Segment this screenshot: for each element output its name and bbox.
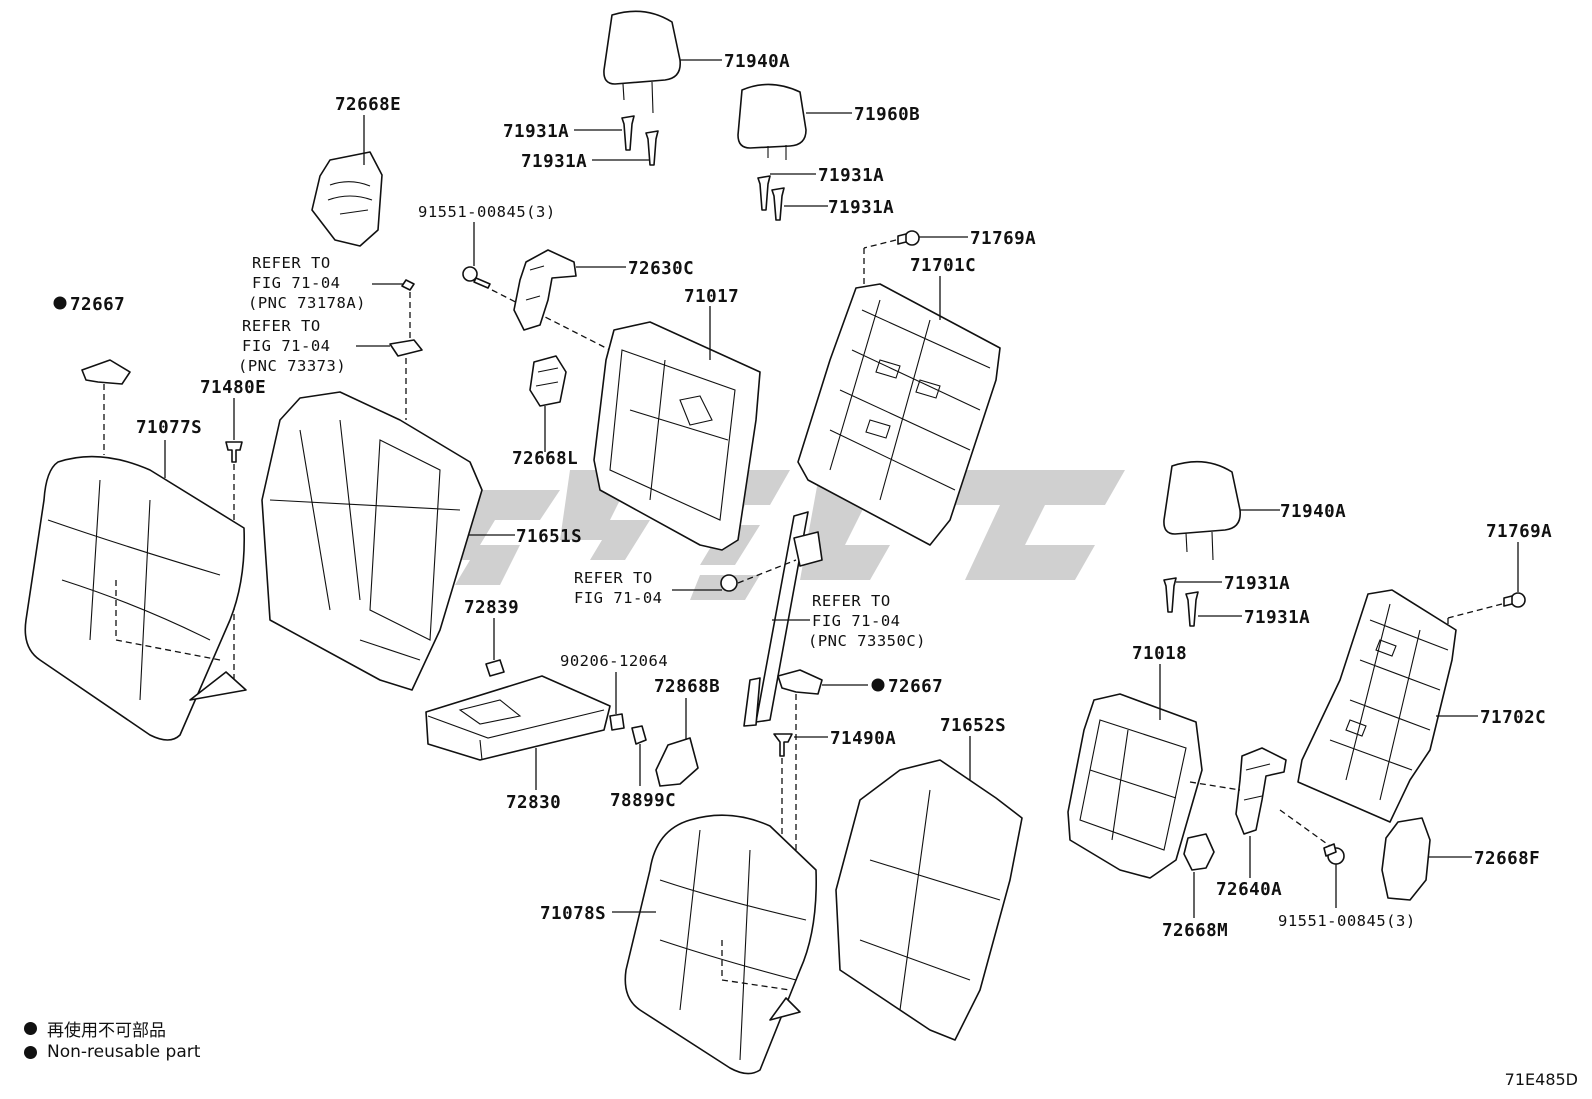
refer-markers-left [356,279,423,420]
bullet-icon [24,1022,37,1035]
label-71702C: 71702C [1480,708,1546,728]
svg-text:REFER TO: REFER TO [574,569,653,587]
label-72668E: 72668E [335,95,401,115]
clip-71769A-top [863,230,968,300]
clip-72667-left [81,359,131,455]
svg-text:REFER TO: REFER TO [252,254,331,272]
svg-text:FIG 71-04: FIG 71-04 [242,337,331,355]
label-71931A-5: 71931A [1224,574,1290,594]
legend-text-en: Non-reusable part [47,1042,201,1062]
guide-pins-71931A-mid [757,173,828,221]
headrest-71940A-top [603,10,722,114]
label-71078S: 71078S [540,904,606,924]
seat-back-pad-71652S [835,736,1023,1041]
label-71931A-2: 71931A [521,152,587,172]
cover-72668F [1381,817,1472,901]
label-71931A-6: 71931A [1244,608,1310,628]
label-71480E: 71480E [200,378,266,398]
refer-note-4: REFER TO FIG 71-04 (PNC 73350C) [808,592,926,650]
seat-frame-71017 [593,306,761,551]
label-72668L: 72668L [512,449,578,469]
seat-belt-assembly [672,511,823,727]
armrest-72830 [425,675,611,790]
svg-text:FIG 71-04: FIG 71-04 [252,274,341,292]
seat-back-cover-71077S [24,440,247,741]
clip-78899C [631,725,647,786]
bolt-91551-top [462,222,611,351]
refer-note-2: REFER TO FIG 71-04 (PNC 73373) [238,317,346,375]
label-72667-mid: 72667 [888,677,943,697]
refer-note-1: REFER TO FIG 71-04 (PNC 73178A) [248,254,366,312]
legend-line-jp: 再使用不可部品 [24,1016,166,1041]
clip-72667-mid [777,669,868,860]
guide-pins-71931A-right [1163,577,1242,627]
seat-back-board-71701C [797,276,1001,546]
seat-back-cover-71078S [612,814,817,1075]
label-78899C: 78899C [610,791,676,811]
label-71769A-right: 71769A [1486,522,1552,542]
label-71931A-4: 71931A [828,198,894,218]
svg-text:FIG 71-04: FIG 71-04 [574,589,663,607]
label-71077S: 71077S [136,418,202,438]
seat-frame-71018 [1067,664,1203,879]
svg-text:REFER TO: REFER TO [812,592,891,610]
legend-text-jp: 再使用不可部品 [47,1021,166,1041]
part-labels: 71940A 71960B 71931A 71931A 71931A 71931… [53,52,1552,941]
label-72630C: 72630C [628,259,694,279]
label-72667-left: 72667 [70,295,125,315]
headrest-71940A-right [1163,460,1280,561]
nut-72839 [485,618,505,677]
guide-pins-71931A-top [574,115,659,166]
label-91551-bottom: 91551-00845(3) [1278,912,1416,930]
seat-back-pad-71651S [261,391,515,691]
label-71940A-top: 71940A [724,52,790,72]
label-90206-12064: 90206-12064 [560,652,668,670]
label-72839: 72839 [464,598,519,618]
bracket-72630C [513,249,626,331]
bolt-91551-bottom [1323,843,1345,908]
non-reusable-bullet-left [53,296,67,310]
headrest-71960B [737,83,852,160]
figure-id: 71E485D [1504,1070,1578,1089]
label-72830: 72830 [506,793,561,813]
label-71651S: 71651S [516,527,582,547]
label-72668M: 72668M [1162,921,1228,941]
svg-text:(PNC 73373): (PNC 73373) [238,357,346,375]
label-71017: 71017 [684,287,739,307]
label-71960B: 71960B [854,105,920,125]
cover-72668E [311,115,383,247]
cover-72868B [655,698,699,787]
refer-note-3: REFER TO FIG 71-04 [574,569,663,607]
seat-back-board-71702C [1297,589,1478,823]
label-71018: 71018 [1132,644,1187,664]
svg-text:(PNC 73178A): (PNC 73178A) [248,294,366,312]
label-71701C: 71701C [910,256,976,276]
label-91551-top: 91551-00845(3) [418,203,556,221]
clip-90206-12064 [609,672,625,731]
label-71940A-right: 71940A [1280,502,1346,522]
bullet-icon [24,1045,37,1059]
svg-text:(PNC 73350C): (PNC 73350C) [808,632,926,650]
hinge-72640A [1189,747,1331,878]
legend-line-en: Non-reusable part [24,1042,200,1062]
label-71652S: 71652S [940,716,1006,736]
clip-71769A-right [1447,542,1526,650]
svg-text:REFER TO: REFER TO [242,317,321,335]
cover-72668L [529,355,567,452]
svg-text:FIG 71-04: FIG 71-04 [812,612,901,630]
label-71490A: 71490A [830,729,896,749]
label-71931A-1: 71931A [503,122,569,142]
label-72868B: 72868B [654,677,720,697]
label-71769A-top: 71769A [970,229,1036,249]
non-reusable-bullet-mid [871,678,885,692]
label-72668F: 72668F [1474,849,1540,869]
label-71931A-3: 71931A [818,166,884,186]
label-72640A: 72640A [1216,880,1282,900]
cover-72668M [1183,833,1215,918]
